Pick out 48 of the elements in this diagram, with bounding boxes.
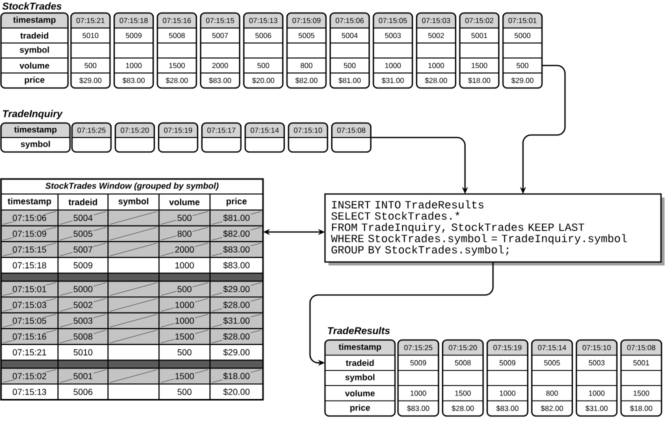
field-value: 1000 — [174, 301, 195, 309]
field-value: $20.00 — [223, 388, 250, 396]
field-value: $29.00 — [223, 348, 250, 356]
field-name: tradeid — [20, 32, 48, 39]
field-value: 5009 — [74, 262, 92, 268]
field-name: symbol — [345, 374, 374, 382]
field-value: 5010 — [74, 349, 92, 356]
field-name: tradeid — [346, 360, 374, 366]
field-value: 5002 — [72, 301, 94, 309]
field-value: 5007 — [72, 246, 94, 254]
field-value: 2000 — [174, 246, 195, 254]
field-value: 07:15:03 — [12, 301, 48, 309]
column-heading: symbol — [118, 198, 148, 206]
field-value: $81.00 — [222, 214, 251, 222]
column-heading: tradeid — [68, 198, 98, 206]
field-name: volume — [20, 62, 50, 69]
column-heading: price — [226, 198, 247, 206]
field-name: volume — [345, 390, 375, 396]
field-value: 07:15:15 — [12, 246, 48, 254]
field-value: $28.00 — [222, 300, 251, 310]
field-value: 07:15:21 — [12, 349, 46, 356]
field-value: 500 — [178, 388, 192, 395]
field-value: 5004 — [72, 214, 94, 222]
field-name: price — [350, 404, 370, 412]
table-heading: TradeResults — [328, 326, 390, 334]
field-value: 500 — [176, 214, 193, 222]
field-name: timestamp — [14, 126, 57, 134]
field-value: 5006 — [74, 388, 92, 395]
table-heading: StockTrades — [2, 2, 62, 10]
column-heading: volume — [169, 198, 200, 206]
field-name: timestamp — [13, 16, 56, 24]
field-value: 1500 — [174, 332, 195, 340]
field-value: 07:15:13 — [12, 388, 46, 395]
field-name: symbol — [20, 140, 50, 149]
field-value: $83.00 — [223, 262, 250, 269]
field-name: symbol — [20, 46, 49, 54]
field-value: 07:15:06 — [12, 214, 48, 222]
field-value: 07:15:16 — [12, 332, 48, 340]
field-value: 1000 — [175, 262, 194, 268]
field-value: 5008 — [72, 332, 94, 340]
column-heading: timestamp — [8, 198, 52, 206]
query-box: INSERT INTO TradeResults SELECT StockTrades.* FROM TradeInquiry, StockTrades KEEP LAST WHERE StockTrades.symbol = TradeInquiry.symbol GROUP BY StockTrades.symbol; — [324, 193, 664, 266]
field-value: 500 — [178, 349, 192, 356]
table-title: StockTrades Window (grouped by symbol) — [45, 182, 218, 190]
table-heading: TradeInquiry — [2, 110, 63, 120]
field-name: timestamp — [338, 344, 382, 352]
field-value: 07:15:18 — [12, 262, 46, 268]
field-name: price — [24, 76, 44, 84]
